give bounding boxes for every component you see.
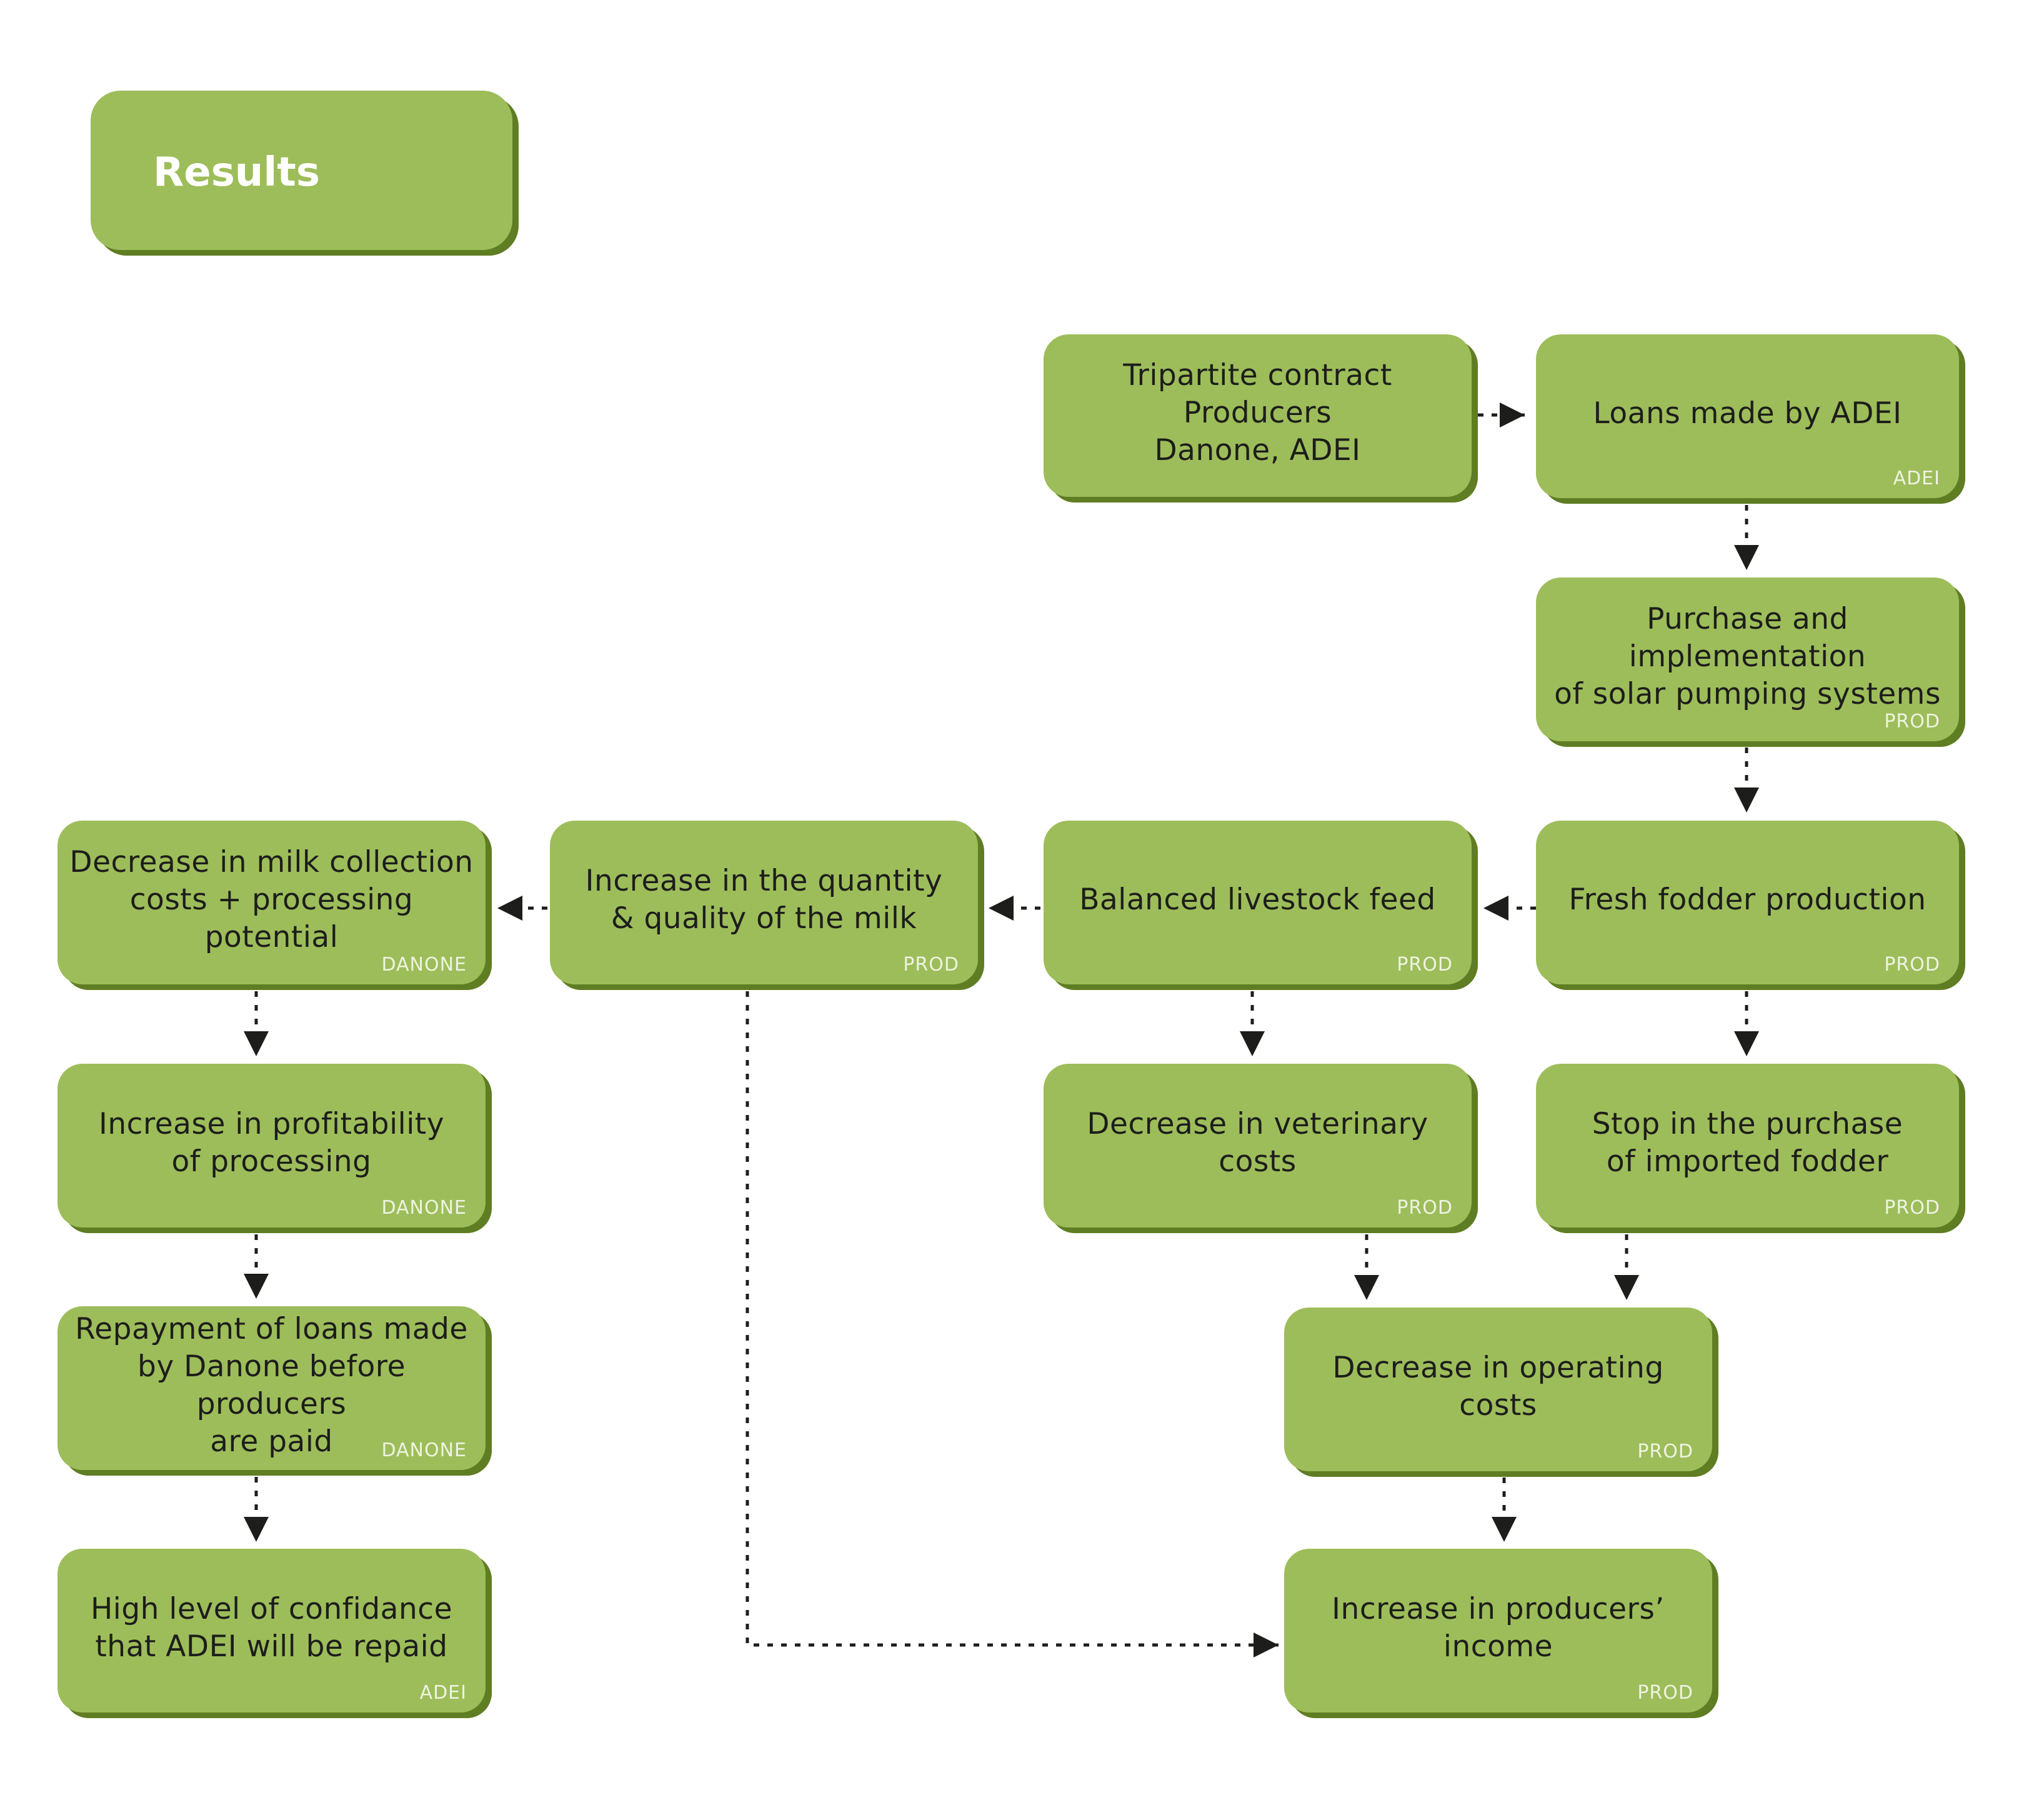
node-owner-tag: PROD — [1397, 954, 1453, 976]
node-label: Loans made by ADEI — [1593, 396, 1902, 431]
node-label: Tripartite contract Producers Danone, AD… — [1123, 358, 1392, 468]
node-label: Purchase and implementation of solar pum… — [1554, 602, 1941, 711]
node-processing-profitability: Increase in profitability of processing … — [57, 1064, 486, 1228]
page-title: Results — [153, 149, 320, 196]
node-owner-tag: ADEI — [419, 1682, 467, 1704]
node-label: Balanced livestock feed — [1079, 882, 1436, 917]
node-solar-pumping: Purchase and implementation of solar pum… — [1536, 578, 1959, 741]
node-label: Decrease in operating costs — [1332, 1351, 1664, 1422]
node-label: Decrease in milk collection costs + proc… — [69, 845, 474, 954]
node-loans-made-by-adei: Loans made by ADEI ADEI — [1536, 334, 1959, 498]
node-milk-collection-costs: Decrease in milk collection costs + proc… — [57, 821, 486, 984]
node-owner-tag: PROD — [1397, 1197, 1453, 1219]
node-loan-repayment: Repayment of loans made by Danone before… — [57, 1306, 486, 1470]
node-owner-tag: DANONE — [381, 1439, 467, 1461]
node-label: High level of confidance that ADEI will … — [90, 1592, 453, 1664]
node-balanced-livestock-feed: Balanced livestock feed PROD — [1044, 821, 1472, 984]
node-owner-tag: ADEI — [1893, 468, 1940, 489]
node-label: Repayment of loans made by Danone before… — [75, 1312, 468, 1459]
node-owner-tag: PROD — [1637, 1441, 1693, 1462]
node-owner-tag: DANONE — [381, 954, 467, 976]
node-label: Increase in producers’ income — [1332, 1592, 1665, 1664]
node-label: Stop in the purchase of imported fodder — [1592, 1107, 1903, 1179]
node-veterinary-costs: Decrease in veterinary costs PROD — [1044, 1064, 1472, 1228]
node-owner-tag: DANONE — [381, 1197, 467, 1219]
node-owner-tag: PROD — [1884, 954, 1940, 976]
node-producers-income: Increase in producers’ income PROD — [1284, 1549, 1712, 1712]
node-tripartite-contract: Tripartite contract Producers Danone, AD… — [1044, 334, 1472, 497]
node-operating-costs: Decrease in operating costs PROD — [1284, 1308, 1712, 1471]
node-adei-confidence: High level of confidance that ADEI will … — [57, 1549, 486, 1712]
node-owner-tag: PROD — [1884, 711, 1940, 732]
node-stop-imported-fodder: Stop in the purchase of imported fodder … — [1536, 1064, 1959, 1228]
node-label: Fresh fodder production — [1568, 882, 1927, 917]
node-fresh-fodder-production: Fresh fodder production PROD — [1536, 821, 1959, 984]
node-owner-tag: PROD — [903, 954, 959, 976]
node-label: Increase in the quantity & quality of th… — [585, 864, 943, 936]
node-owner-tag: PROD — [1884, 1197, 1940, 1219]
node-milk-quantity-quality: Increase in the quantity & quality of th… — [550, 821, 978, 984]
node-label: Decrease in veterinary costs — [1087, 1107, 1428, 1179]
edge-milk-quantity-to-income — [745, 991, 1279, 1658]
node-owner-tag: PROD — [1637, 1682, 1693, 1704]
results-title-box: Results — [91, 91, 512, 250]
node-label: Increase in profitability of processing — [98, 1107, 445, 1179]
